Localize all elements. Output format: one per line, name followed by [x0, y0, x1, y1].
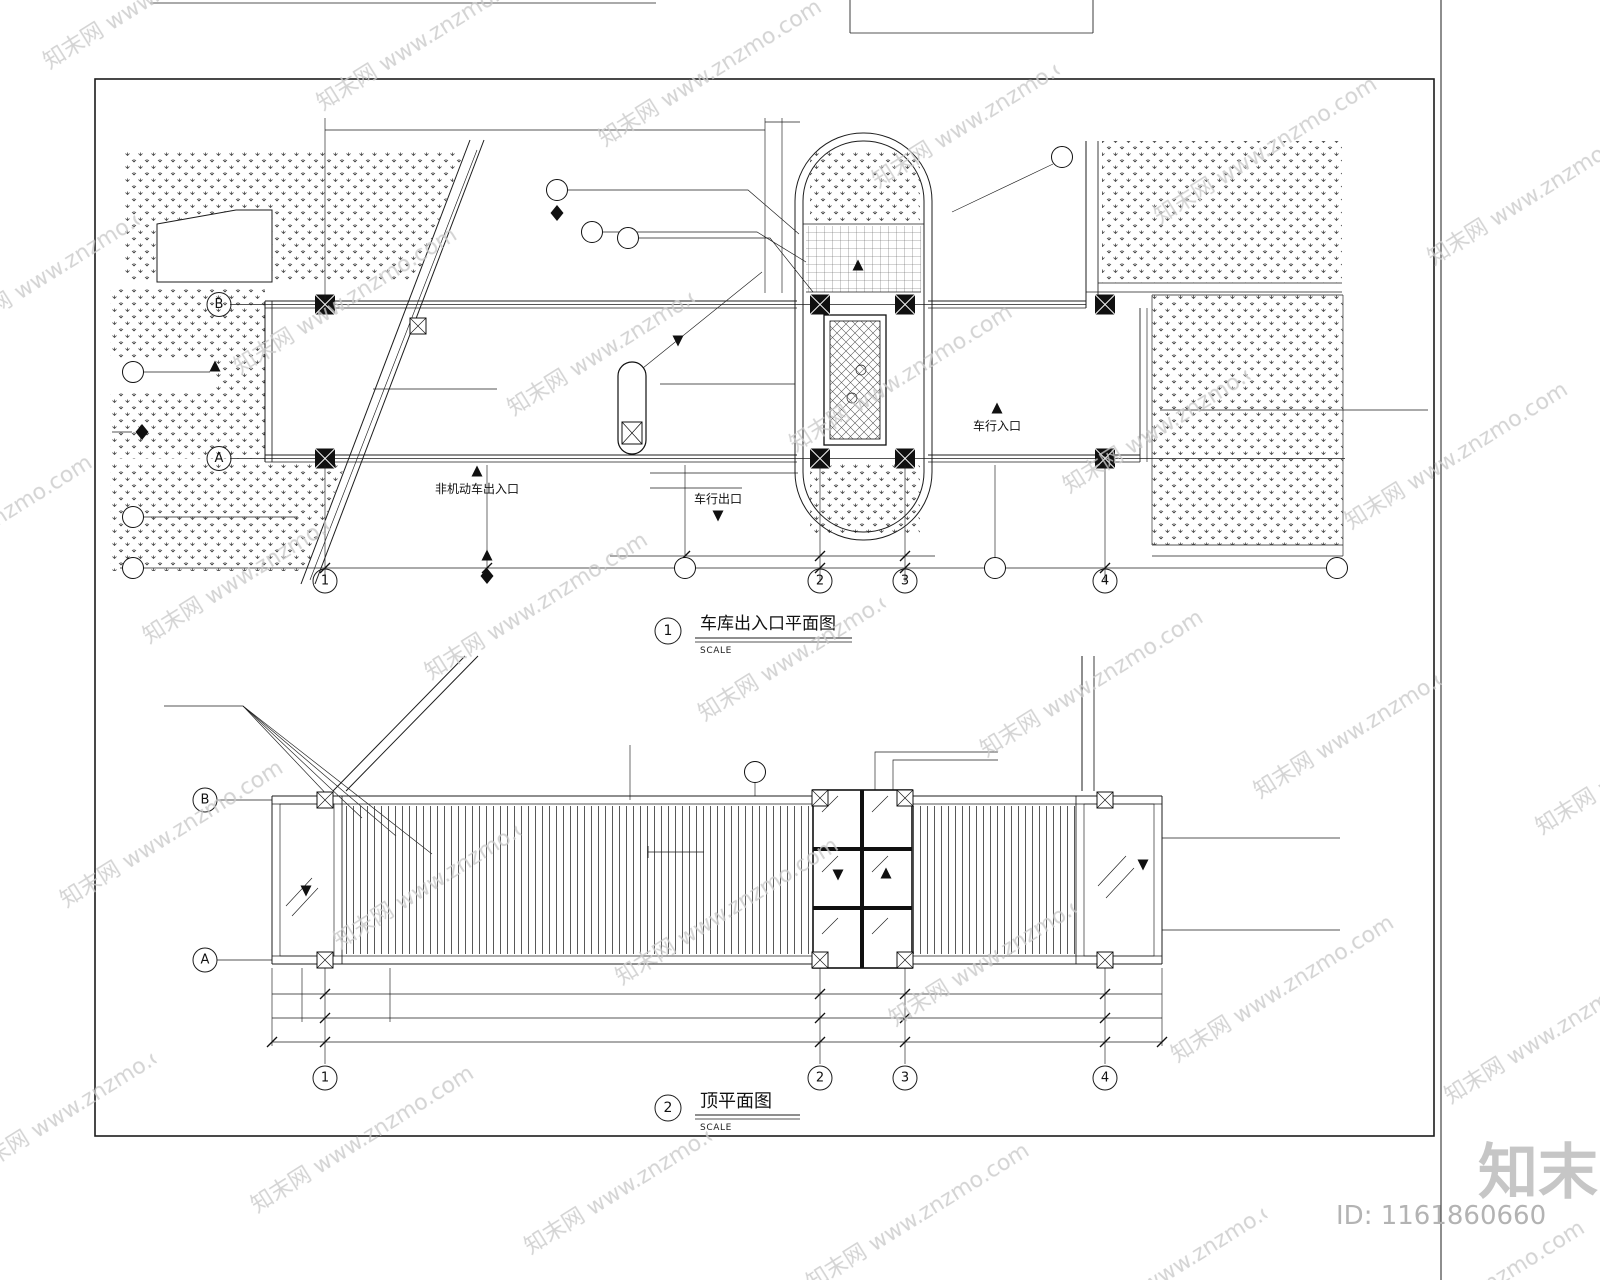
brand-corner: 知末 ID: 1161860660 [1336, 1138, 1598, 1231]
site-logo: 知末 [1478, 1138, 1598, 1208]
image-id: ID: 1161860660 [1336, 1201, 1546, 1231]
